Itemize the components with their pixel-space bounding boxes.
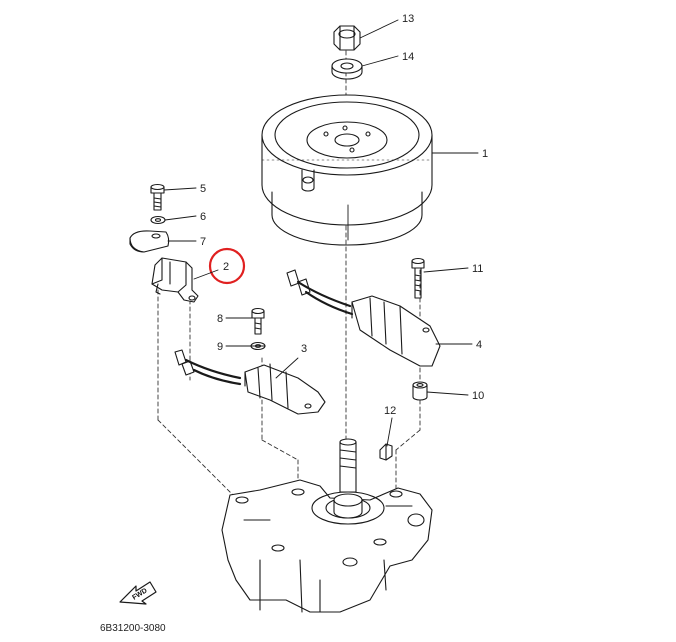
callout-10: 10 <box>472 390 484 402</box>
part-6-washer <box>150 215 166 225</box>
fwd-arrow-icon: FWD <box>119 581 157 605</box>
callout-11: 11 <box>472 263 483 275</box>
leader-lines <box>163 19 479 447</box>
callout-6: 6 <box>200 211 206 223</box>
callout-labels: 13 14 1 5 6 7 2 8 9 3 11 4 10 12 <box>200 13 488 417</box>
part-13-nut <box>333 25 361 51</box>
callout-3: 3 <box>301 343 307 355</box>
callout-14: 14 <box>402 51 414 63</box>
highlight-circle <box>208 247 246 285</box>
part-12-key <box>379 443 393 461</box>
crankcase-base <box>221 438 433 613</box>
part-14-washer <box>331 58 363 80</box>
callout-9: 9 <box>217 341 223 353</box>
part-4-ignition-coil <box>286 269 441 367</box>
part-10-collar <box>412 381 428 401</box>
callout-13: 13 <box>402 13 414 25</box>
part-2-pulser-coil <box>151 257 199 303</box>
diagram-code: 6B31200-3080 <box>100 623 166 634</box>
part-8-bolt <box>251 307 265 335</box>
callout-1: 1 <box>482 148 488 160</box>
part-5-bolt <box>150 183 165 211</box>
callout-2: 2 <box>223 261 229 273</box>
callout-12: 12 <box>384 405 396 417</box>
part-1-flywheel <box>261 94 433 246</box>
part-7-clamp <box>129 230 170 253</box>
callout-4: 4 <box>476 339 482 351</box>
callout-5: 5 <box>200 183 206 195</box>
part-3-charge-coil <box>174 349 326 415</box>
callout-7: 7 <box>200 236 206 248</box>
callout-8: 8 <box>217 313 223 325</box>
part-11-bolt <box>411 257 425 299</box>
